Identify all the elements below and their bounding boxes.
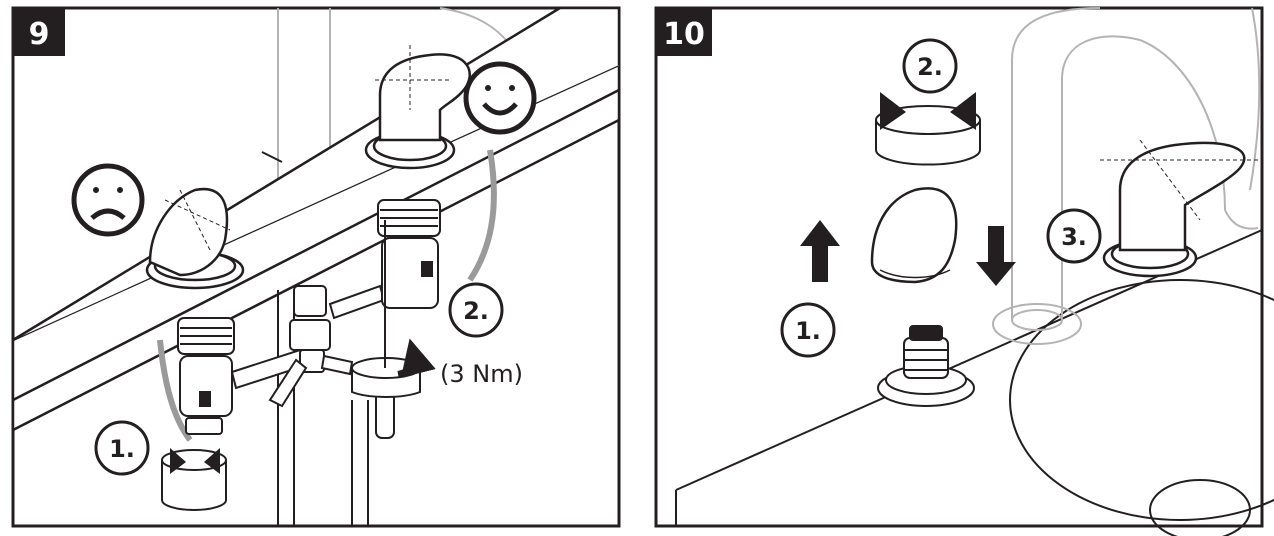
step-badge-9-2: 2. — [448, 282, 504, 338]
panel-9: 1. 2. (3 Nm) 9 — [11, 6, 621, 528]
left-valve-body — [177, 317, 306, 435]
supply-hoses — [157, 149, 497, 442]
step-label: 1. — [109, 435, 135, 463]
up-arrow-icon — [800, 220, 840, 282]
down-arrow-icon — [976, 226, 1016, 286]
rotation-band-step2 — [875, 92, 981, 166]
step-badge-10-3: 3. — [1046, 208, 1102, 264]
panel-number: 9 — [29, 17, 50, 52]
panel-number-badge — [13, 8, 65, 56]
removed-handle — [870, 187, 958, 284]
happy-face-icon — [463, 61, 537, 135]
step-badge-10-1: 1. — [780, 302, 836, 358]
left-handle — [145, 187, 245, 290]
panel-10: 1. 2. 3. 10 — [654, 6, 1274, 536]
rotation-band-step1 — [161, 448, 227, 511]
sink-basin — [1009, 279, 1274, 536]
step-label: 2. — [463, 297, 489, 325]
valve-cartridge — [877, 325, 975, 407]
right-handle — [364, 45, 471, 170]
sad-face-icon — [71, 163, 145, 237]
right-valve-body — [377, 199, 441, 309]
step-label: 1. — [795, 317, 821, 345]
step-badge-9-1: 1. — [94, 420, 150, 476]
drain-pipes — [277, 290, 369, 526]
step-badge-10-2: 2. — [902, 38, 958, 94]
torque-rotation-band — [351, 338, 436, 398]
panel-number-badge — [656, 8, 712, 56]
panel-number: 10 — [663, 17, 705, 52]
ghost-spout — [992, 7, 1261, 345]
step-label: 3. — [1061, 223, 1087, 251]
step-label: 2. — [917, 53, 943, 81]
installed-handle — [1100, 139, 1260, 278]
tee-fitting — [268, 284, 386, 408]
torque-label: (3 Nm) — [440, 360, 523, 388]
